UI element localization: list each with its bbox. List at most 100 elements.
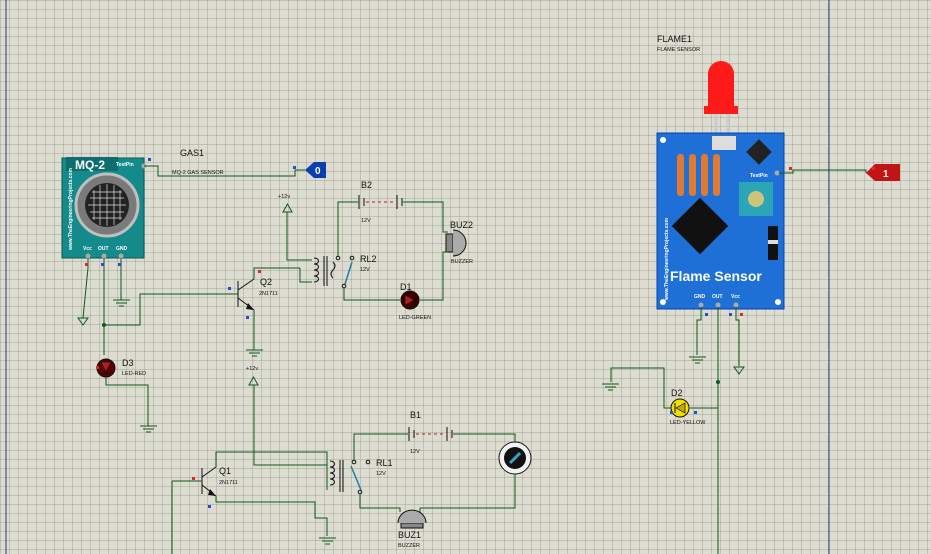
wire-q1-collector <box>215 451 328 490</box>
power-arrow-top <box>282 202 293 213</box>
q2-emitter-arrow <box>246 303 254 310</box>
power-arrow-bottom <box>248 375 259 386</box>
flame-hole-1 <box>660 137 666 143</box>
mq2-pin-out[interactable] <box>101 253 107 259</box>
d3-ground-symbol <box>140 425 157 433</box>
q1-ground-symbol <box>319 537 336 545</box>
mq2-power-arrow <box>77 317 89 326</box>
wire-flame-test <box>779 169 867 174</box>
rl1-contact-no <box>351 459 357 465</box>
flame-ir-led <box>708 61 734 112</box>
b2-value: 12V <box>361 218 371 224</box>
wire-rl1-buz1 <box>359 494 401 512</box>
led-d3-symbol <box>100 361 112 373</box>
mq2-sensor-module[interactable]: MQ-2 TestPin www.TheEngineeringProjects.… <box>61 157 147 259</box>
q2-ref: Q2 <box>260 277 272 287</box>
rl2-switch-arm <box>344 261 353 285</box>
motor-rotor <box>508 451 522 465</box>
wire-d2-gnd <box>610 367 671 409</box>
mq2-mesh-grid <box>88 184 126 226</box>
mq2-testpin-label: TestPin <box>116 162 134 168</box>
flame-sensor-ref: FLAME1 <box>657 34 692 44</box>
flame-testpin-label: TestPin <box>750 173 768 179</box>
gas-sensor-ref: GAS1 <box>180 148 204 158</box>
flame-pin-vcc[interactable] <box>733 302 739 308</box>
flame-pin-out[interactable] <box>715 302 721 308</box>
mq2-pin-vcc-label: Vcc <box>83 246 92 252</box>
transistor-q2[interactable] <box>237 278 255 311</box>
flame-resistors <box>677 154 720 196</box>
rl1-contact-com <box>357 489 363 495</box>
flame-chip-small <box>746 139 772 165</box>
wire-mq2-vcc <box>82 258 89 319</box>
logic-terminal-left[interactable]: 0 <box>305 162 326 178</box>
mq2-title: MQ-2 <box>75 158 105 172</box>
q2-collector-leg <box>237 278 255 291</box>
flame-hole-3 <box>775 299 781 305</box>
buz2-value: BUZZER <box>451 259 473 265</box>
flame-website-text: www.TheEngineeringProjects.com <box>664 217 670 301</box>
transistor-q1[interactable] <box>201 466 217 497</box>
rl1-contact-nc <box>365 459 371 465</box>
led-d1-symbol <box>404 294 415 306</box>
rl2-value: 12V <box>360 267 370 273</box>
power-label-bottom: +12v <box>246 366 258 372</box>
led-d1-ref: D1 <box>400 282 412 292</box>
wire-b1-left <box>353 433 408 460</box>
wire-mq2-test <box>144 165 305 177</box>
flame-hole-2 <box>660 299 666 305</box>
led-d2-symbol <box>675 402 686 414</box>
relay-rl1[interactable] <box>329 459 371 495</box>
wire-power-rl2-coil <box>286 212 312 261</box>
buz1-value: BUZZER <box>398 543 420 549</box>
q1-ref: Q1 <box>219 466 231 476</box>
wire-flame-vcc <box>735 307 740 366</box>
wire-b2-left <box>337 201 358 256</box>
led-d3[interactable] <box>96 358 116 378</box>
wire-motor-buz1 <box>420 474 516 509</box>
flame-pin-vcc-label: Vcc <box>731 294 740 300</box>
led-d2-value: LED-YELLOW <box>670 420 706 426</box>
mq2-pin-gnd[interactable] <box>118 253 124 259</box>
wire-q1-emitter <box>215 496 328 536</box>
rl1-value: 12V <box>376 471 386 477</box>
flame-pin-out-label: OUT <box>712 294 723 300</box>
flame-sensor-value: FLAME SENSOR <box>657 47 700 53</box>
flame-pin-gnd[interactable] <box>698 302 704 308</box>
mq2-website-text: www.TheEngineeringProjects.com <box>68 167 74 251</box>
led-d1[interactable] <box>400 290 420 310</box>
rl2-ref: RL2 <box>360 254 377 264</box>
power-label-top: +12v <box>278 194 290 200</box>
wire-buz2-d1 <box>420 251 448 301</box>
flame-pin-test[interactable] <box>774 170 780 176</box>
flame-ir-led-rim <box>704 106 738 114</box>
q1-emitter-arrow <box>208 489 216 496</box>
wire-flame-gnd <box>696 307 702 355</box>
battery-b1[interactable] <box>408 427 453 441</box>
logic-terminal-right-value: 1 <box>883 169 889 180</box>
q1-collector-leg <box>201 466 217 478</box>
wire-b2-right <box>403 201 448 233</box>
logic-terminal-left-shape <box>305 162 326 178</box>
logic-terminal-right[interactable]: 1 <box>866 164 900 181</box>
dc-motor[interactable] <box>498 441 532 475</box>
flame-sensor-module[interactable]: www.TheEngineeringProjects.com Flame Sen… <box>656 61 785 310</box>
b1-ref: B1 <box>410 410 421 420</box>
led-d2[interactable] <box>670 398 690 418</box>
b2-ref: B2 <box>361 180 372 190</box>
rl1-coil <box>329 460 335 486</box>
buz1-ref: BUZ1 <box>398 530 421 540</box>
rl2-contact-nc <box>349 255 355 261</box>
wire-q2-collector <box>253 267 300 279</box>
mq2-pin-vcc[interactable] <box>85 253 91 259</box>
flame-led-socket <box>712 136 736 150</box>
buzzer-buz2[interactable] <box>445 229 467 257</box>
wire-b1-right <box>453 433 516 444</box>
buzzer-buz1[interactable] <box>397 509 427 529</box>
buz1-body <box>400 522 424 529</box>
led-d3-value: LED-RED <box>122 371 146 377</box>
relay-rl2[interactable] <box>313 255 355 289</box>
battery-b2[interactable] <box>358 195 403 209</box>
